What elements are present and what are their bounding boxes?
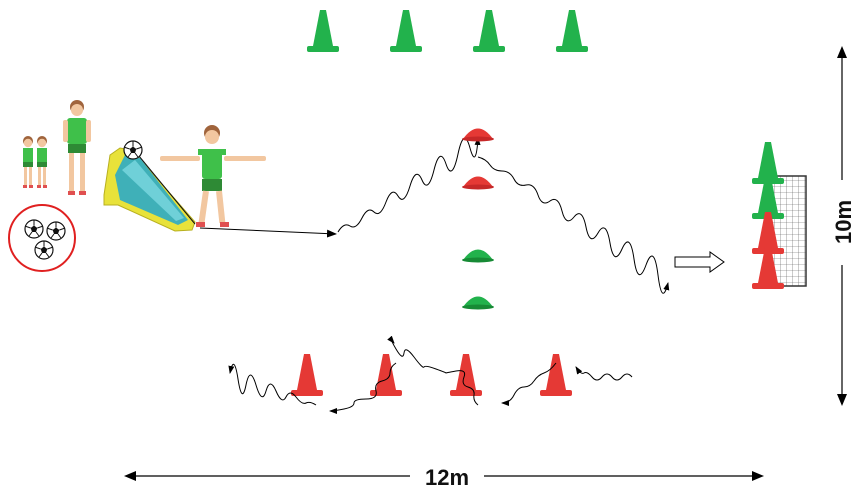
top-cone-row [307,10,588,52]
disc-cone-icon [463,296,493,307]
bottom-cone-row [291,354,572,396]
tall-cone-icon [307,10,339,52]
dribble-path [199,137,670,294]
tall-cone-icon [556,10,588,52]
player-icon [63,100,91,195]
tall-cone-icon [291,354,323,396]
disc-cone-icon [463,176,493,187]
width-dimension [124,471,764,481]
goal-icon [752,142,807,289]
tall-cone-icon [370,354,402,396]
soccer-ball-icon [34,240,54,260]
ball-reserve [8,204,76,272]
tall-cone-icon [450,354,482,396]
arrow-icon [674,251,725,273]
height-label: 10m [831,200,856,244]
height-dimension [837,46,847,406]
slalom-path [228,335,633,414]
disc-cone-column [462,128,494,310]
width-label: 12m [425,465,469,490]
disc-cone-icon [463,249,493,260]
player-icon [37,136,47,188]
player-icon [160,125,266,227]
waiting-players [23,100,91,195]
slide-icon [103,140,196,232]
tall-cone-icon [473,10,505,52]
player-icon [23,136,33,188]
soccer-ball-icon [123,140,143,160]
tall-cone-icon [390,10,422,52]
soccer-ball-icon [46,221,66,241]
tall-cone-icon [540,354,572,396]
disc-cone-icon [463,128,493,139]
soccer-ball-icon [24,219,44,239]
